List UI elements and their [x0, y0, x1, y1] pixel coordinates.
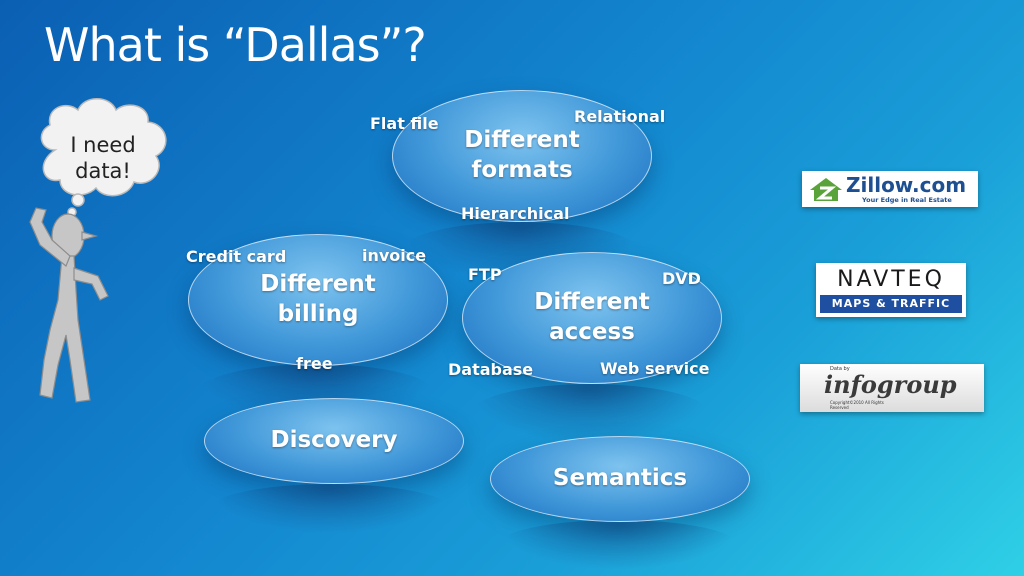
- slide-title: What is “Dallas”?: [44, 18, 427, 72]
- discovery-ellipse: Discovery: [204, 398, 464, 484]
- thinking-figure-icon: [29, 98, 167, 403]
- navteq-name: NAVTEQ: [837, 267, 945, 292]
- zillow-name: Zillow.com: [846, 173, 967, 197]
- infogroup-small-top: Data by: [830, 366, 850, 372]
- tag-relational: Relational: [574, 107, 666, 126]
- infogroup-small-bottom: Copyright©2010 All Rights Reserved: [830, 400, 884, 410]
- reflection-access: [470, 384, 710, 444]
- thought-text: I need data!: [44, 132, 162, 185]
- tag-free: free: [296, 354, 333, 373]
- tag-flat-file: Flat file: [370, 114, 439, 133]
- navteq-tagline: MAPS & TRAFFIC: [820, 295, 962, 313]
- zillow-logo: Zillow.com Your Edge in Real Estate: [802, 171, 978, 207]
- tag-web-service: Web service: [600, 359, 710, 378]
- infogroup-name: infogroup: [824, 370, 957, 399]
- navteq-logo: NAVTEQ MAPS & TRAFFIC: [816, 263, 966, 317]
- thought-cloud-icon: [40, 98, 167, 197]
- tag-invoice: invoice: [362, 246, 427, 265]
- billing-line1: Different: [260, 271, 376, 298]
- tag-dvd: DVD: [662, 269, 701, 288]
- tag-database: Database: [448, 360, 534, 379]
- thought-text-line2: data!: [75, 159, 131, 184]
- infogroup-logo: Data by infogroup Copyright©2010 All Rig…: [800, 364, 984, 412]
- billing-line2: billing: [277, 301, 359, 327]
- formats-line2: formats: [471, 157, 573, 183]
- zillow-house-icon: [810, 178, 842, 201]
- semantics-ellipse: Semantics: [490, 436, 750, 522]
- billing-ellipse: Different billing: [188, 234, 448, 366]
- formats-ellipse: Different formats: [392, 90, 652, 222]
- tag-ftp: FTP: [468, 265, 502, 284]
- access-line1: Different: [534, 289, 650, 316]
- tag-hierarchical: Hierarchical: [461, 204, 570, 223]
- reflection-discovery: [210, 484, 450, 534]
- tag-credit-card: Credit card: [186, 247, 287, 266]
- access-line2: access: [549, 319, 635, 345]
- thought-text-line1: I need: [70, 133, 136, 157]
- reflection-semantics: [498, 520, 738, 570]
- zillow-tagline: Your Edge in Real Estate: [862, 196, 952, 204]
- access-ellipse: Different access: [462, 252, 722, 384]
- discovery-label: Discovery: [270, 427, 398, 454]
- formats-line1: Different: [464, 127, 580, 154]
- semantics-label: Semantics: [552, 465, 688, 492]
